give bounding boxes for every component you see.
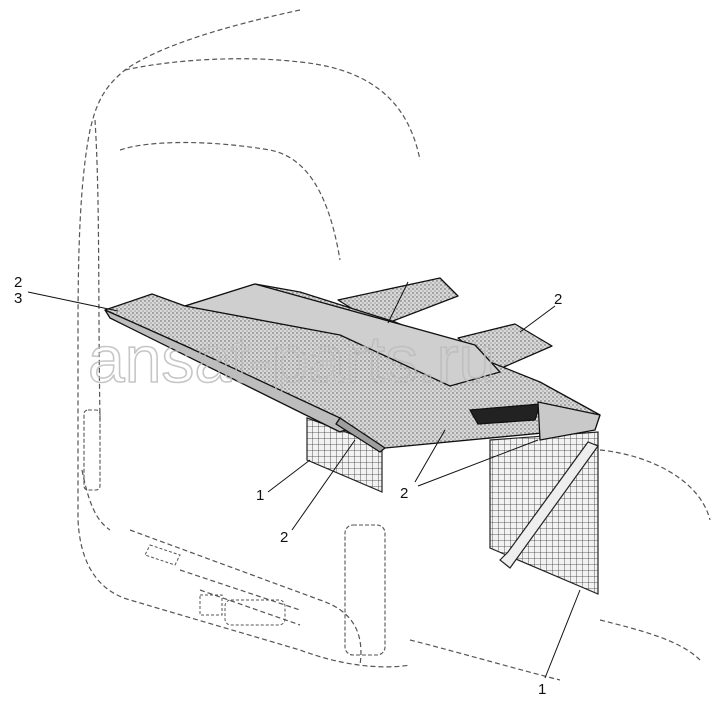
callout-label: 3: [14, 290, 22, 307]
insulation-mat: [104, 277, 601, 453]
watermark-text: ansat-parts.ru: [88, 322, 495, 396]
callout-2-3: 2 3: [14, 274, 22, 307]
tail-lamp-right: [344, 524, 386, 656]
callout-2-center: 2: [400, 485, 408, 502]
callout-label: 2: [14, 274, 22, 291]
mesh-panel-right: [489, 431, 599, 595]
callout-1-left: 1: [256, 487, 264, 504]
callout-2-bottom-left: 2: [280, 529, 288, 546]
callout-2-top-right: 2: [554, 291, 562, 308]
bumper-hardware: [144, 544, 286, 626]
leader-lines: [27, 281, 581, 679]
tail-lamp-left: [83, 409, 101, 491]
callout-1-bottom: 1: [538, 681, 546, 698]
